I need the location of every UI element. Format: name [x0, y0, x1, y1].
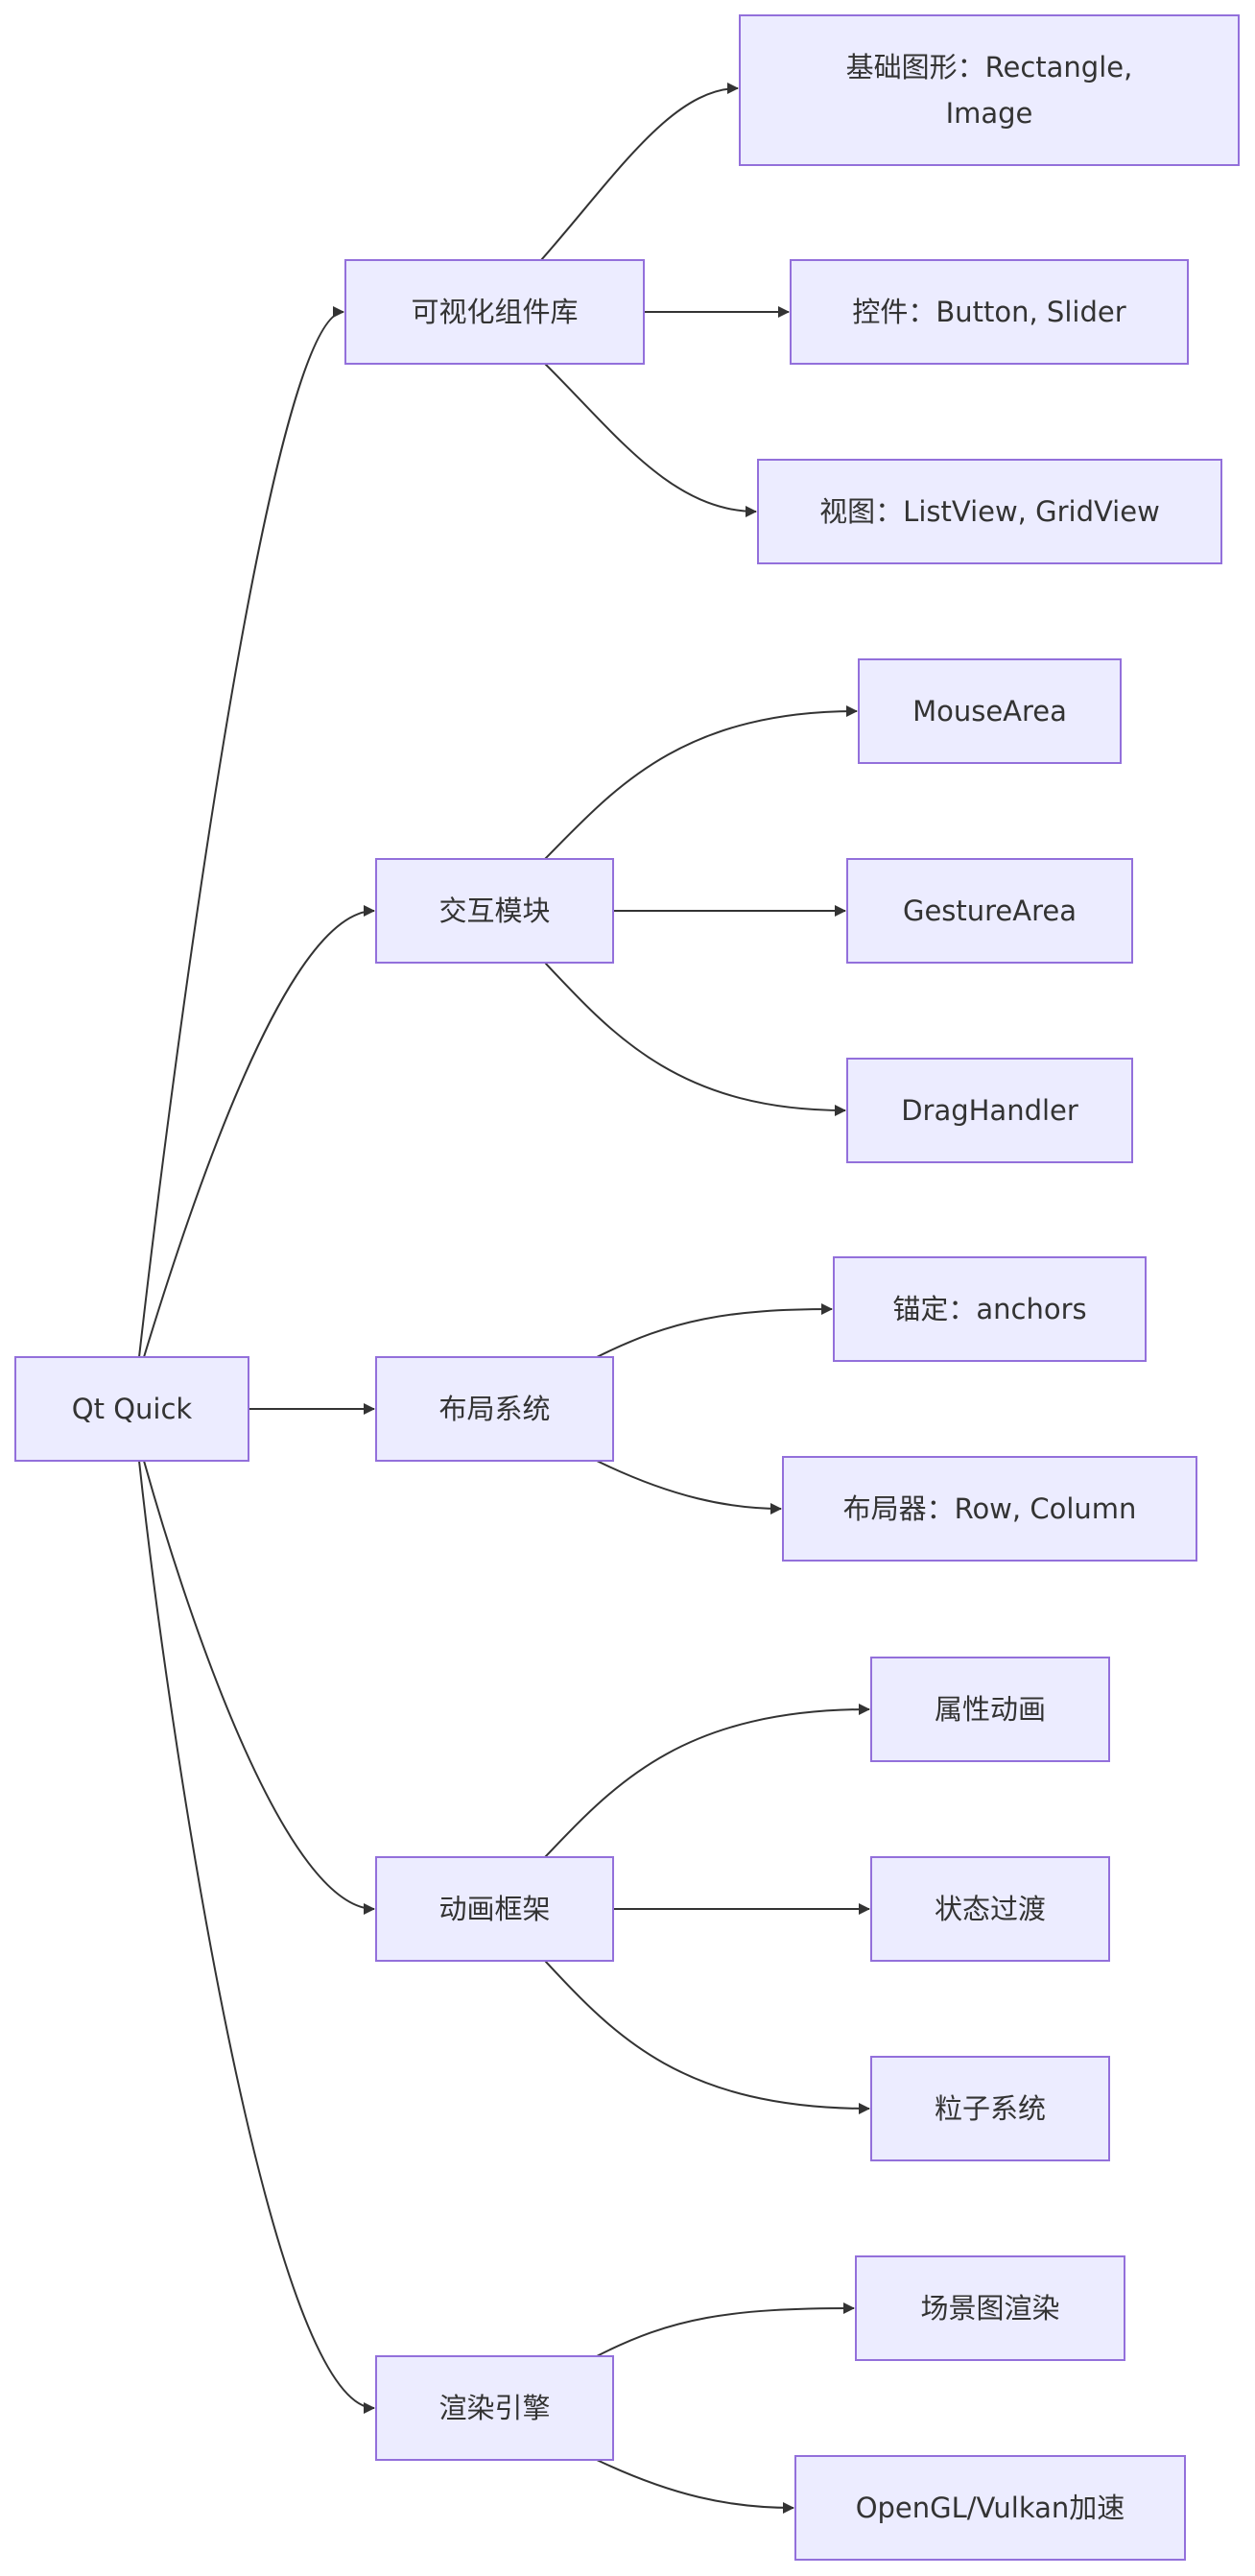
node-label-layouts: 布局器：Row, Column [843, 1492, 1137, 1525]
node-anim: 动画框架 [375, 1856, 614, 1962]
node-label-basic: Image [946, 97, 1033, 130]
node-label-particle: 粒子系统 [935, 2092, 1046, 2125]
node-box-gesture [846, 858, 1133, 964]
edge-root-visual [138, 306, 344, 1358]
edge-anim-particle [544, 1960, 870, 2114]
node-state: 状态过渡 [870, 1856, 1110, 1962]
node-label-layout: 布局系统 [438, 1393, 550, 1425]
node-views: 视图：ListView, GridView [757, 459, 1222, 564]
node-label-drag: DragHandler [901, 1094, 1078, 1127]
node-particle: 粒子系统 [870, 2056, 1110, 2161]
edge-visual-basic [540, 83, 739, 261]
node-box-state [870, 1856, 1110, 1962]
node-box-particle [870, 2056, 1110, 2161]
node-visual: 可视化组件库 [344, 259, 645, 365]
node-gesture: GestureArea [846, 858, 1133, 964]
node-render: 渲染引擎 [375, 2355, 614, 2461]
node-label-visual: 可视化组件库 [411, 296, 578, 328]
node-layout: 布局系统 [375, 1356, 614, 1462]
node-label-render: 渲染引擎 [438, 2392, 550, 2424]
edge-interact-mouse [544, 705, 858, 860]
node-box-render [375, 2355, 614, 2461]
node-box-gpu [794, 2455, 1186, 2561]
node-box-visual [344, 259, 645, 365]
node-box-interact [375, 858, 614, 964]
node-interact: 交互模块 [375, 858, 614, 964]
node-mouse: MouseArea [858, 658, 1122, 764]
node-label-anchors: 锚定：anchors [892, 1293, 1086, 1325]
node-box-views [757, 459, 1222, 564]
node-box-basic [739, 14, 1240, 166]
node-box-scenegraph [855, 2255, 1125, 2361]
node-label-views: 视图：ListView, GridView [819, 495, 1160, 528]
node-layouts: 布局器：Row, Column [782, 1456, 1197, 1562]
node-box-mouse [858, 658, 1122, 764]
node-label-gesture: GestureArea [903, 894, 1077, 927]
node-box-root [14, 1356, 249, 1462]
node-gpu: OpenGL/Vulkan加速 [794, 2455, 1186, 2561]
node-label-gpu: OpenGL/Vulkan加速 [856, 2492, 1125, 2524]
edge-layout-layouts [596, 1460, 782, 1515]
edge-interact-drag [544, 962, 846, 1116]
node-label-propanim: 属性动画 [935, 1693, 1046, 1726]
node-label-anim: 动画框架 [438, 1893, 550, 1925]
node-box-anim [375, 1856, 614, 1962]
edges-layer [138, 83, 870, 2514]
node-label-root: Qt Quick [72, 1393, 193, 1425]
node-label-interact: 交互模块 [438, 894, 550, 927]
node-propanim: 属性动画 [870, 1657, 1110, 1762]
edge-root-render [138, 1460, 375, 2414]
node-controls: 控件：Button, Slider [790, 259, 1189, 365]
node-label-scenegraph: 场景图渲染 [920, 2292, 1059, 2325]
edge-render-scenegraph [596, 2302, 855, 2357]
node-basic: 基础图形：Rectangle, Image [739, 14, 1240, 166]
node-root: Qt Quick [14, 1356, 249, 1462]
node-box-layout [375, 1356, 614, 1462]
node-box-propanim [870, 1657, 1110, 1762]
edge-root-anim [143, 1460, 375, 1915]
edge-layout-anchors [596, 1303, 833, 1358]
node-label-state: 状态过渡 [935, 1893, 1046, 1925]
node-label-controls: 控件：Button, Slider [852, 296, 1125, 328]
node-box-controls [790, 259, 1189, 365]
node-box-drag [846, 1058, 1133, 1163]
node-box-layouts [782, 1456, 1197, 1562]
edge-visual-views [544, 363, 757, 517]
edge-anim-propanim [544, 1704, 870, 1858]
node-anchors: 锚定：anchors [833, 1256, 1147, 1362]
node-box-anchors [833, 1256, 1147, 1362]
edge-render-gpu [596, 2459, 794, 2514]
node-drag: DragHandler [846, 1058, 1133, 1163]
node-label-basic: 基础图形：Rectangle, [846, 51, 1133, 83]
edge-root-interact [143, 905, 375, 1358]
node-label-mouse: MouseArea [912, 695, 1067, 727]
node-scenegraph: 场景图渲染 [855, 2255, 1125, 2361]
